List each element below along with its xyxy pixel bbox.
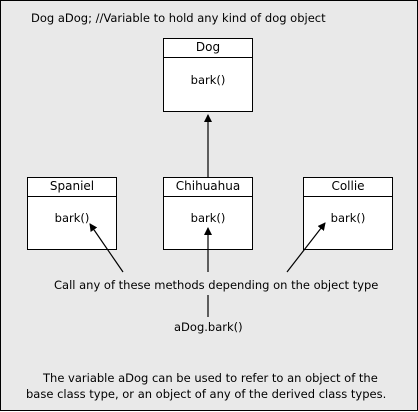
class-box-dog: Dog bark() xyxy=(163,38,253,112)
class-name-chihuahua: Chihuahua xyxy=(164,178,252,197)
class-box-chihuahua: Chihuahua bark() xyxy=(163,177,253,250)
class-name-collie: Collie xyxy=(304,178,392,197)
method-collie-bark: bark() xyxy=(330,211,366,225)
class-box-spaniel: Spaniel bark() xyxy=(27,177,117,250)
method-chihuahua-bark: bark() xyxy=(190,211,226,225)
class-name-dog: Dog xyxy=(164,39,252,58)
method-dog-bark: bark() xyxy=(190,73,226,87)
method-spaniel-bark: bark() xyxy=(54,211,90,225)
bottom-caption-line-2: base class type, or an object of any of … xyxy=(26,387,387,401)
bottom-caption-line-1: The variable aDog can be used to refer t… xyxy=(43,371,378,385)
call-expression: aDog.bark() xyxy=(174,320,243,334)
call-caption: Call any of these methods depending on t… xyxy=(54,278,379,292)
class-box-collie: Collie bark() xyxy=(303,177,393,250)
class-name-spaniel: Spaniel xyxy=(28,178,116,197)
top-caption: Dog aDog; //Variable to hold any kind of… xyxy=(31,11,326,25)
